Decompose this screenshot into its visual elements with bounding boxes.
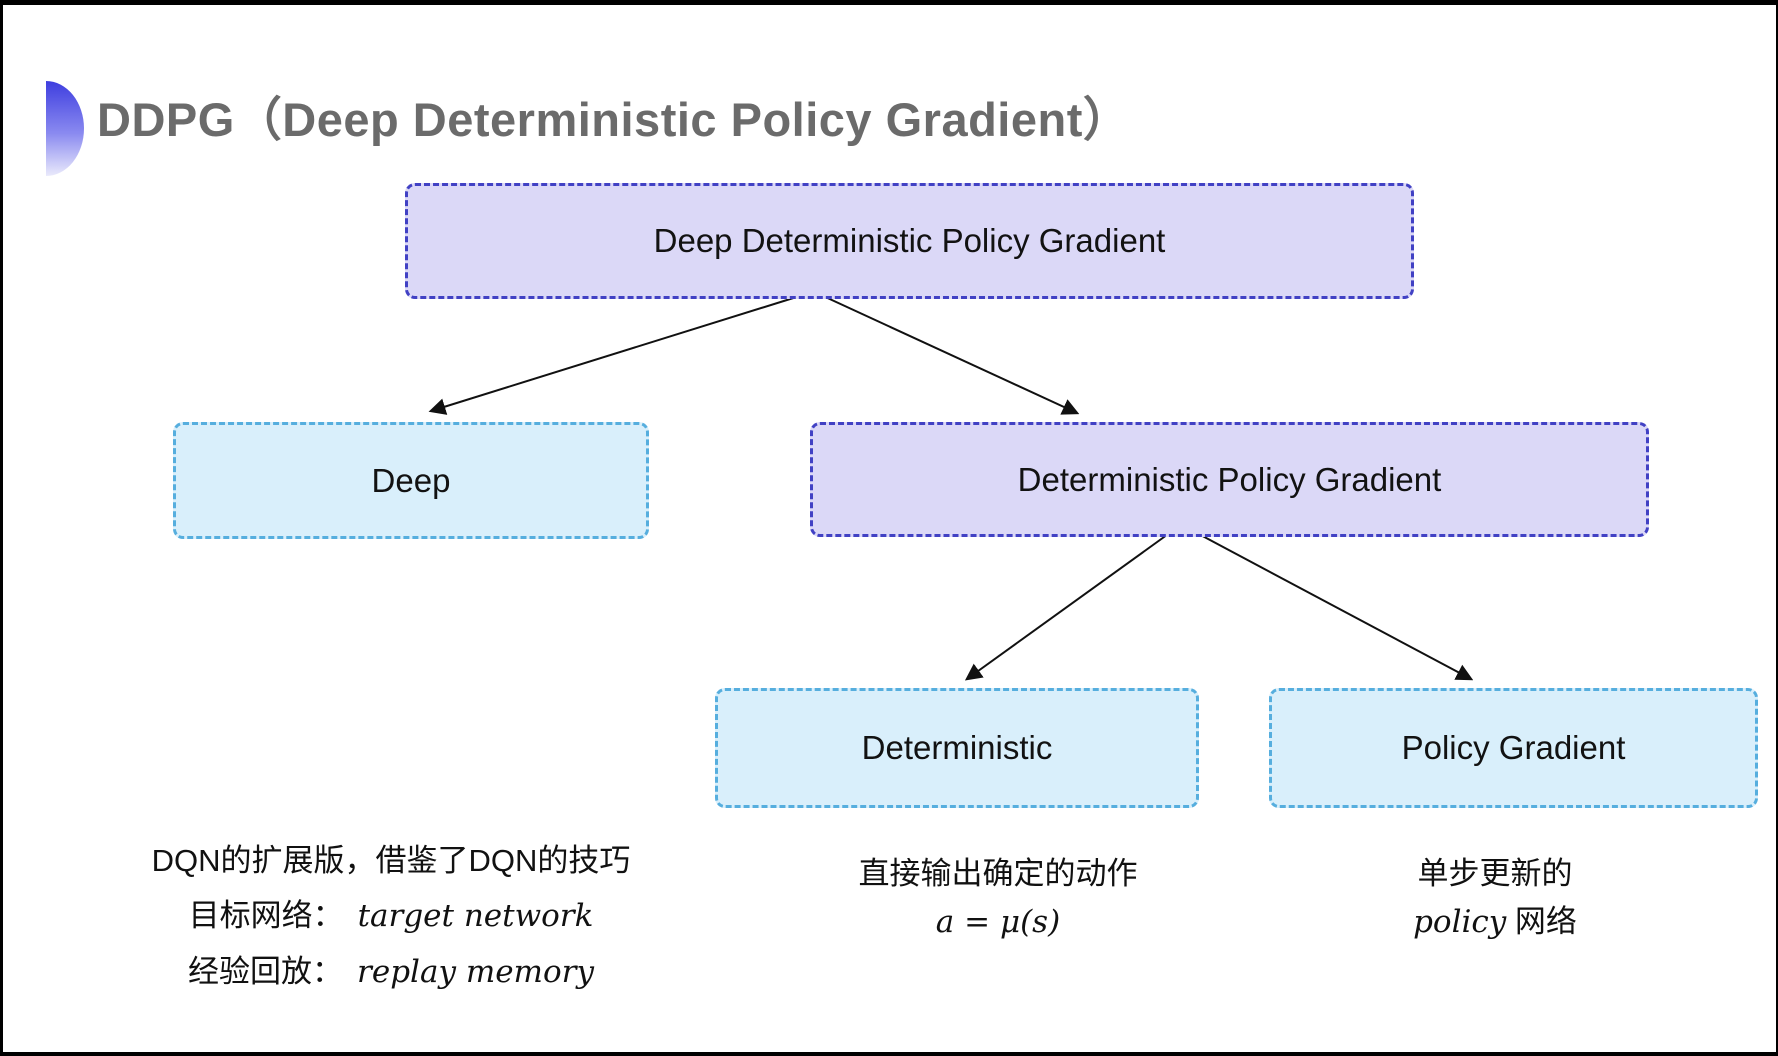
note-deep-line3: 经验回放： replay memory: [123, 944, 659, 1000]
node-label: Deep Deterministic Policy Gradient: [653, 222, 1166, 259]
note-deterministic: 直接输出确定的动作 a = μ(s): [773, 850, 1223, 946]
arrow-dpg-to-policy-gradient: [1194, 531, 1474, 681]
node-label: Deterministic: [861, 729, 1053, 766]
note-policy-gradient-line1: 单步更新的: [1417, 856, 1573, 891]
note-deep-line2: 目标网络： target network: [123, 888, 659, 944]
note-deterministic-line1: 直接输出确定的动作: [858, 856, 1138, 891]
note-deep-line1: DQN的扩展版，借鉴了DQN的技巧: [151, 843, 631, 878]
note-deterministic-formula: a = μ(s): [935, 904, 1061, 940]
node-label: Policy Gradient: [1401, 729, 1626, 766]
note-policy-gradient-line2-term: policy: [1413, 904, 1507, 940]
node-deep-deterministic-policy-gradient: Deep Deterministic Policy Gradient: [405, 183, 1414, 299]
node-policy-gradient: Policy Gradient: [1269, 688, 1758, 808]
arrow-dpg-to-deterministic: [964, 531, 1172, 681]
note-policy-gradient-line2: policy 网络: [1270, 898, 1720, 946]
note-policy-gradient: 单步更新的 policy 网络: [1270, 850, 1720, 946]
note-policy-gradient-line2-suffix: 网络: [1506, 904, 1577, 939]
page-title: DDPG（Deep Deterministic Policy Gradient）: [97, 93, 1131, 146]
note-deep-line2-label: 目标网络：: [188, 898, 344, 933]
note-deep-line2-term: target network: [357, 898, 594, 934]
title-bullet-icon: [46, 81, 84, 176]
node-deterministic: Deterministic: [715, 688, 1199, 808]
node-label: Deep: [371, 461, 451, 499]
note-deep: DQN的扩展版，借鉴了DQN的技巧 目标网络： target network 经验…: [123, 833, 659, 1000]
node-deterministic-policy-gradient: Deterministic Policy Gradient: [810, 422, 1649, 537]
arrow-root-to-deep: [428, 294, 804, 415]
note-deep-line3-label: 经验回放：: [188, 954, 344, 989]
node-label: Deterministic Policy Gradient: [1017, 460, 1442, 498]
arrow-root-to-dpg: [820, 294, 1080, 415]
node-deep: Deep: [173, 422, 649, 539]
note-deep-line3-term: replay memory: [357, 954, 594, 990]
